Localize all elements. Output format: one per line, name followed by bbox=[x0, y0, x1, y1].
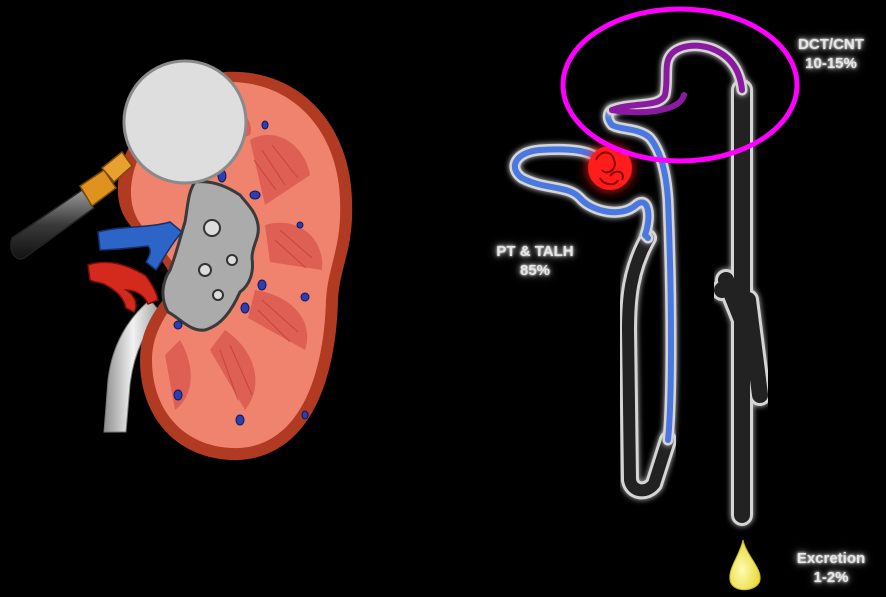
dct-cnt-value: 10-15% bbox=[776, 54, 886, 73]
pt-talh-name: PT & TALH bbox=[470, 242, 600, 261]
magnifier-handle bbox=[11, 190, 94, 259]
loop-of-henle bbox=[628, 238, 668, 490]
pt-talh-value: 85% bbox=[470, 261, 600, 280]
highlight-ellipse bbox=[563, 9, 797, 161]
excretion-label: Excretion 1-2% bbox=[776, 549, 886, 587]
dct-cnt-label: DCT/CNT 10-15% bbox=[776, 35, 886, 73]
pt-talh-label: PT & TALH 85% bbox=[470, 242, 600, 280]
magnifier-lens bbox=[124, 61, 246, 183]
urine-drop-icon bbox=[730, 540, 760, 590]
renal-artery bbox=[88, 262, 158, 312]
nephron-icon bbox=[515, 9, 797, 590]
excretion-name: Excretion bbox=[776, 549, 886, 568]
distal-tubule bbox=[612, 46, 742, 113]
excretion-value: 1-2% bbox=[776, 568, 886, 587]
dct-cnt-name: DCT/CNT bbox=[776, 35, 886, 54]
